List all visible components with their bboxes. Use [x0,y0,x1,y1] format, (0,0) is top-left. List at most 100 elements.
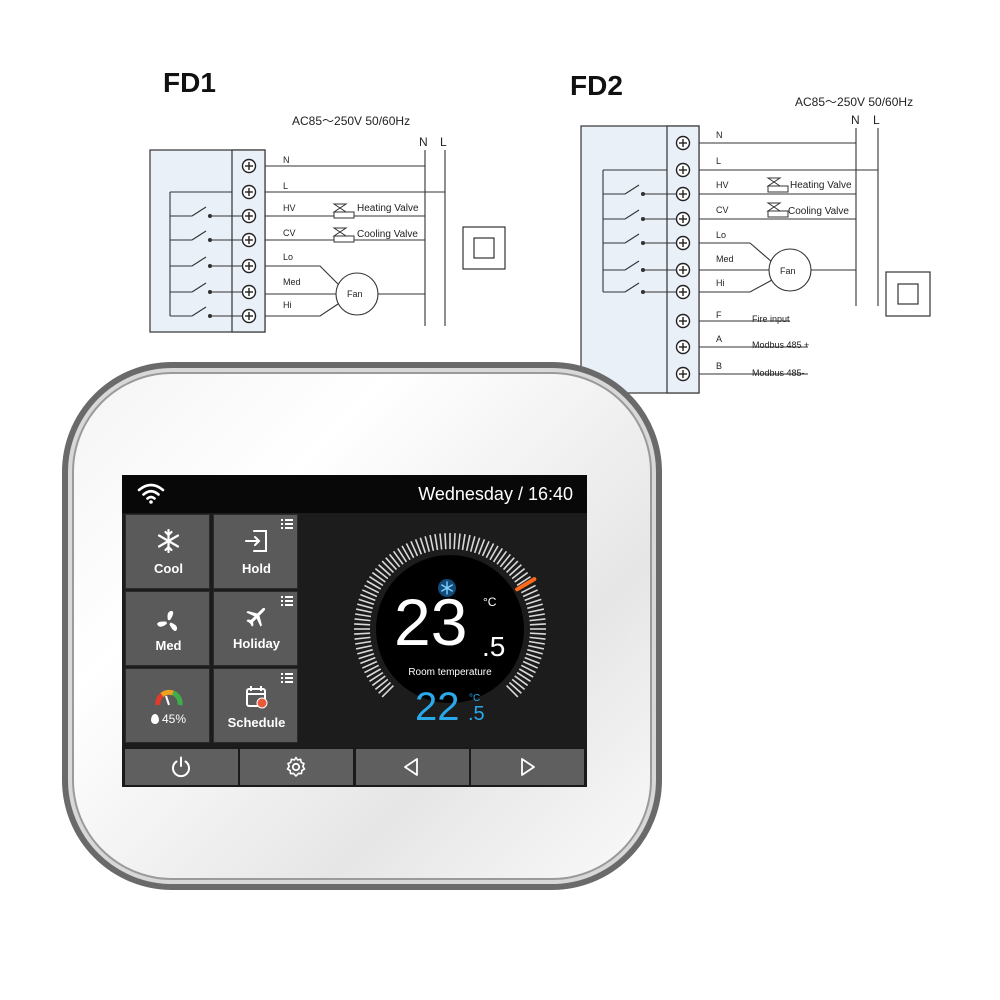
holiday-label: Holiday [233,636,280,651]
fd2-screw-terminal [675,211,691,227]
fd2-screw-terminal [675,162,691,178]
dial-tick [424,536,431,552]
dial-tick [506,685,519,698]
dial-tick [388,553,401,568]
dial-tick [357,648,373,655]
fd2-term-label: N [716,130,723,140]
fd1-supply-label: AC85～250V 50/60Hz [292,114,410,128]
fd1-screw-terminal [241,184,257,200]
dial-tick [527,603,543,610]
dial-tick [525,652,542,660]
dial-tick [364,584,380,594]
fd2-fan-motor [768,248,812,292]
dial-tick [419,537,427,554]
mode-cool-label: Cool [154,561,183,576]
dial-tick [529,623,546,626]
fd2-term-label: Hi [716,278,725,288]
hold-tile[interactable]: Hold [213,514,298,589]
dial-tick [369,576,384,587]
dial-tick [477,539,486,555]
fd1-relay-switch [170,282,243,295]
setpoint-temperature-decimal: .5 [468,703,485,725]
fd2-screw-terminal [675,186,691,202]
dial-tick [361,660,378,669]
fd1-terminals [241,158,257,324]
dial-tick [461,534,466,551]
fd1-n-label: N [419,135,428,149]
fd2-screw-terminal [675,262,691,278]
dial-tick [429,534,435,551]
dial-face [376,555,524,703]
dial-tick [520,584,536,594]
status-bar: Wednesday / 16:40 [122,475,587,513]
dial-tick [397,548,408,563]
room-temperature-value: 23 [394,585,468,659]
room-temperature-unit: °C [483,595,497,609]
dial-tick [354,618,371,622]
dial-tick [360,656,376,665]
cool-mode-indicator [438,579,456,597]
humidity-tile[interactable]: 45% [125,668,210,743]
dial-tick [439,533,443,550]
power-button[interactable] [125,749,238,785]
fd1-wires [169,150,446,326]
schedule-tile[interactable]: Schedule [213,668,298,743]
fd2-relay-switch [603,260,677,273]
fd2-relay-switch [603,184,677,197]
dial-tick [469,536,476,552]
fd2-title: FD2 [570,70,623,101]
fd1-relay-switches [170,206,243,319]
settings-button[interactable] [240,749,353,785]
dial-tick [481,540,490,557]
dial-tick [358,598,375,606]
fd2-fire-input-label: Fire input [752,314,790,324]
dial-tick [405,543,415,559]
dial-tick [529,632,546,635]
hold-door-icon [245,530,267,552]
menu-list-icon [281,673,293,683]
menu-list-icon [281,596,293,606]
dial-tick [492,548,503,563]
fd2-term-label: A [716,334,722,344]
dial-tick [527,648,543,655]
dial-tick [528,613,545,618]
fd1-cooling-valve: Cooling Valve [332,227,418,243]
dial-tick [434,534,439,551]
room-temperature-label: Room temperature [408,667,492,678]
bottom-toolbar [122,747,587,787]
dial-tick [374,567,389,580]
fd2-term-label: L [716,156,721,166]
dial-tick [401,545,411,561]
mode-cool-tile[interactable]: Cool [125,514,210,589]
dial-tick [354,632,371,635]
fd2-terminals [675,135,691,382]
holiday-tile[interactable]: Holiday [213,591,298,666]
fd2-screw-terminal [675,313,691,329]
fd2-screw-terminal [675,366,691,382]
wifi-icon [137,483,165,504]
dial-tick [453,533,456,550]
dial-tick [465,534,471,551]
fan-speed-tile[interactable]: Med [125,591,210,666]
dial-tick [378,564,392,577]
dial-tick [485,543,495,559]
fd2-screw-terminal [675,135,691,151]
fd2-heating-valve-label: Heating Valve [790,180,852,191]
temperature-dial[interactable] [350,529,550,729]
dial-tick [361,589,378,598]
fd1-term-label: Hi [283,300,292,310]
calendar-icon [246,686,268,709]
dial-tick [357,603,373,610]
water-drop-icon [150,714,159,724]
fd1-relay-switch [170,206,243,219]
dial-tick [496,550,508,565]
setpoint-temperature-value: 22 [415,685,460,729]
fd2-term-label: B [716,361,722,371]
fd1-screw-terminal [241,232,257,248]
previous-button[interactable] [356,749,469,785]
fd2-term-label: F [716,310,722,320]
dial-tick [511,567,526,580]
dial-tick [355,640,372,645]
next-button[interactable] [471,749,584,785]
dial-tick [528,644,545,650]
